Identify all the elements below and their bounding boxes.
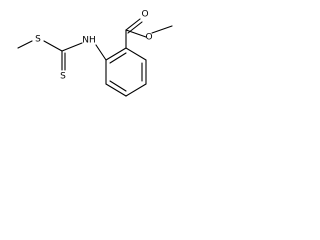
bond-methyl-sulfur [17,40,33,49]
ring-bond-2 [125,47,147,61]
atom-oxygen-ester: O [145,33,152,43]
bond-oxygen-methyl [151,25,173,34]
ring-inner-bond-3 [109,80,127,92]
ring-bond-4 [125,83,147,97]
bond-ester-carbonyl-1 [125,18,141,31]
atom-sulfur-thione: S [60,72,66,82]
bond-ester-oxygen [125,29,147,38]
bond-sulfur-thiocarbon [43,40,63,52]
ring-inner-bond-1 [109,52,127,64]
bond-nitrogen-ring [95,44,107,61]
ring-bond-5 [105,83,127,97]
ring-bond-1 [105,47,127,61]
atom-oxygen-carbonyl: O [141,10,148,20]
atom-sulfur-methylthio: S [35,35,41,45]
bond-thiocarbon-nitrogen [61,42,83,52]
chemical-structure-diagram: S S NH O O [17,10,173,97]
atom-nitrogen: NH [82,36,96,46]
